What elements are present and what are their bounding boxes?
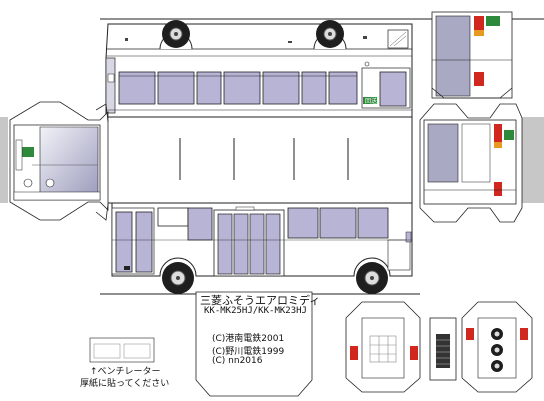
credit-line-3: (C) nn2016 [212, 356, 263, 366]
ventilator-label: ↑ベンチレーター [90, 367, 161, 377]
side-sign-text: 回送 [365, 97, 377, 105]
model-name: 三菱ふそうエアロミディ [200, 294, 321, 307]
front-face-panel [0, 101, 109, 221]
ventilator-panel [89, 337, 155, 363]
credit-line-2: (C)野川電鉄1999 [212, 347, 285, 357]
roof-vent-part-left [345, 301, 421, 393]
bus-side-panel-upper: 回送 [105, 20, 413, 118]
roof-vent-part-mid [429, 317, 457, 381]
bus-side-panel-lower [111, 202, 413, 294]
roof-vent-part-right [461, 301, 533, 393]
rear-face-panel [419, 103, 544, 223]
credit-line-1: (C)港南電鉄2001 [212, 334, 285, 344]
model-codes: KK-MK25HJ/KK-MK23HJ [204, 306, 307, 316]
side-destination-sign [363, 97, 377, 104]
info-plate [195, 291, 313, 397]
rear-top-panel [431, 11, 513, 99]
ventilator-note: 厚紙に貼ってください [80, 379, 170, 389]
roof-panel [105, 116, 413, 204]
